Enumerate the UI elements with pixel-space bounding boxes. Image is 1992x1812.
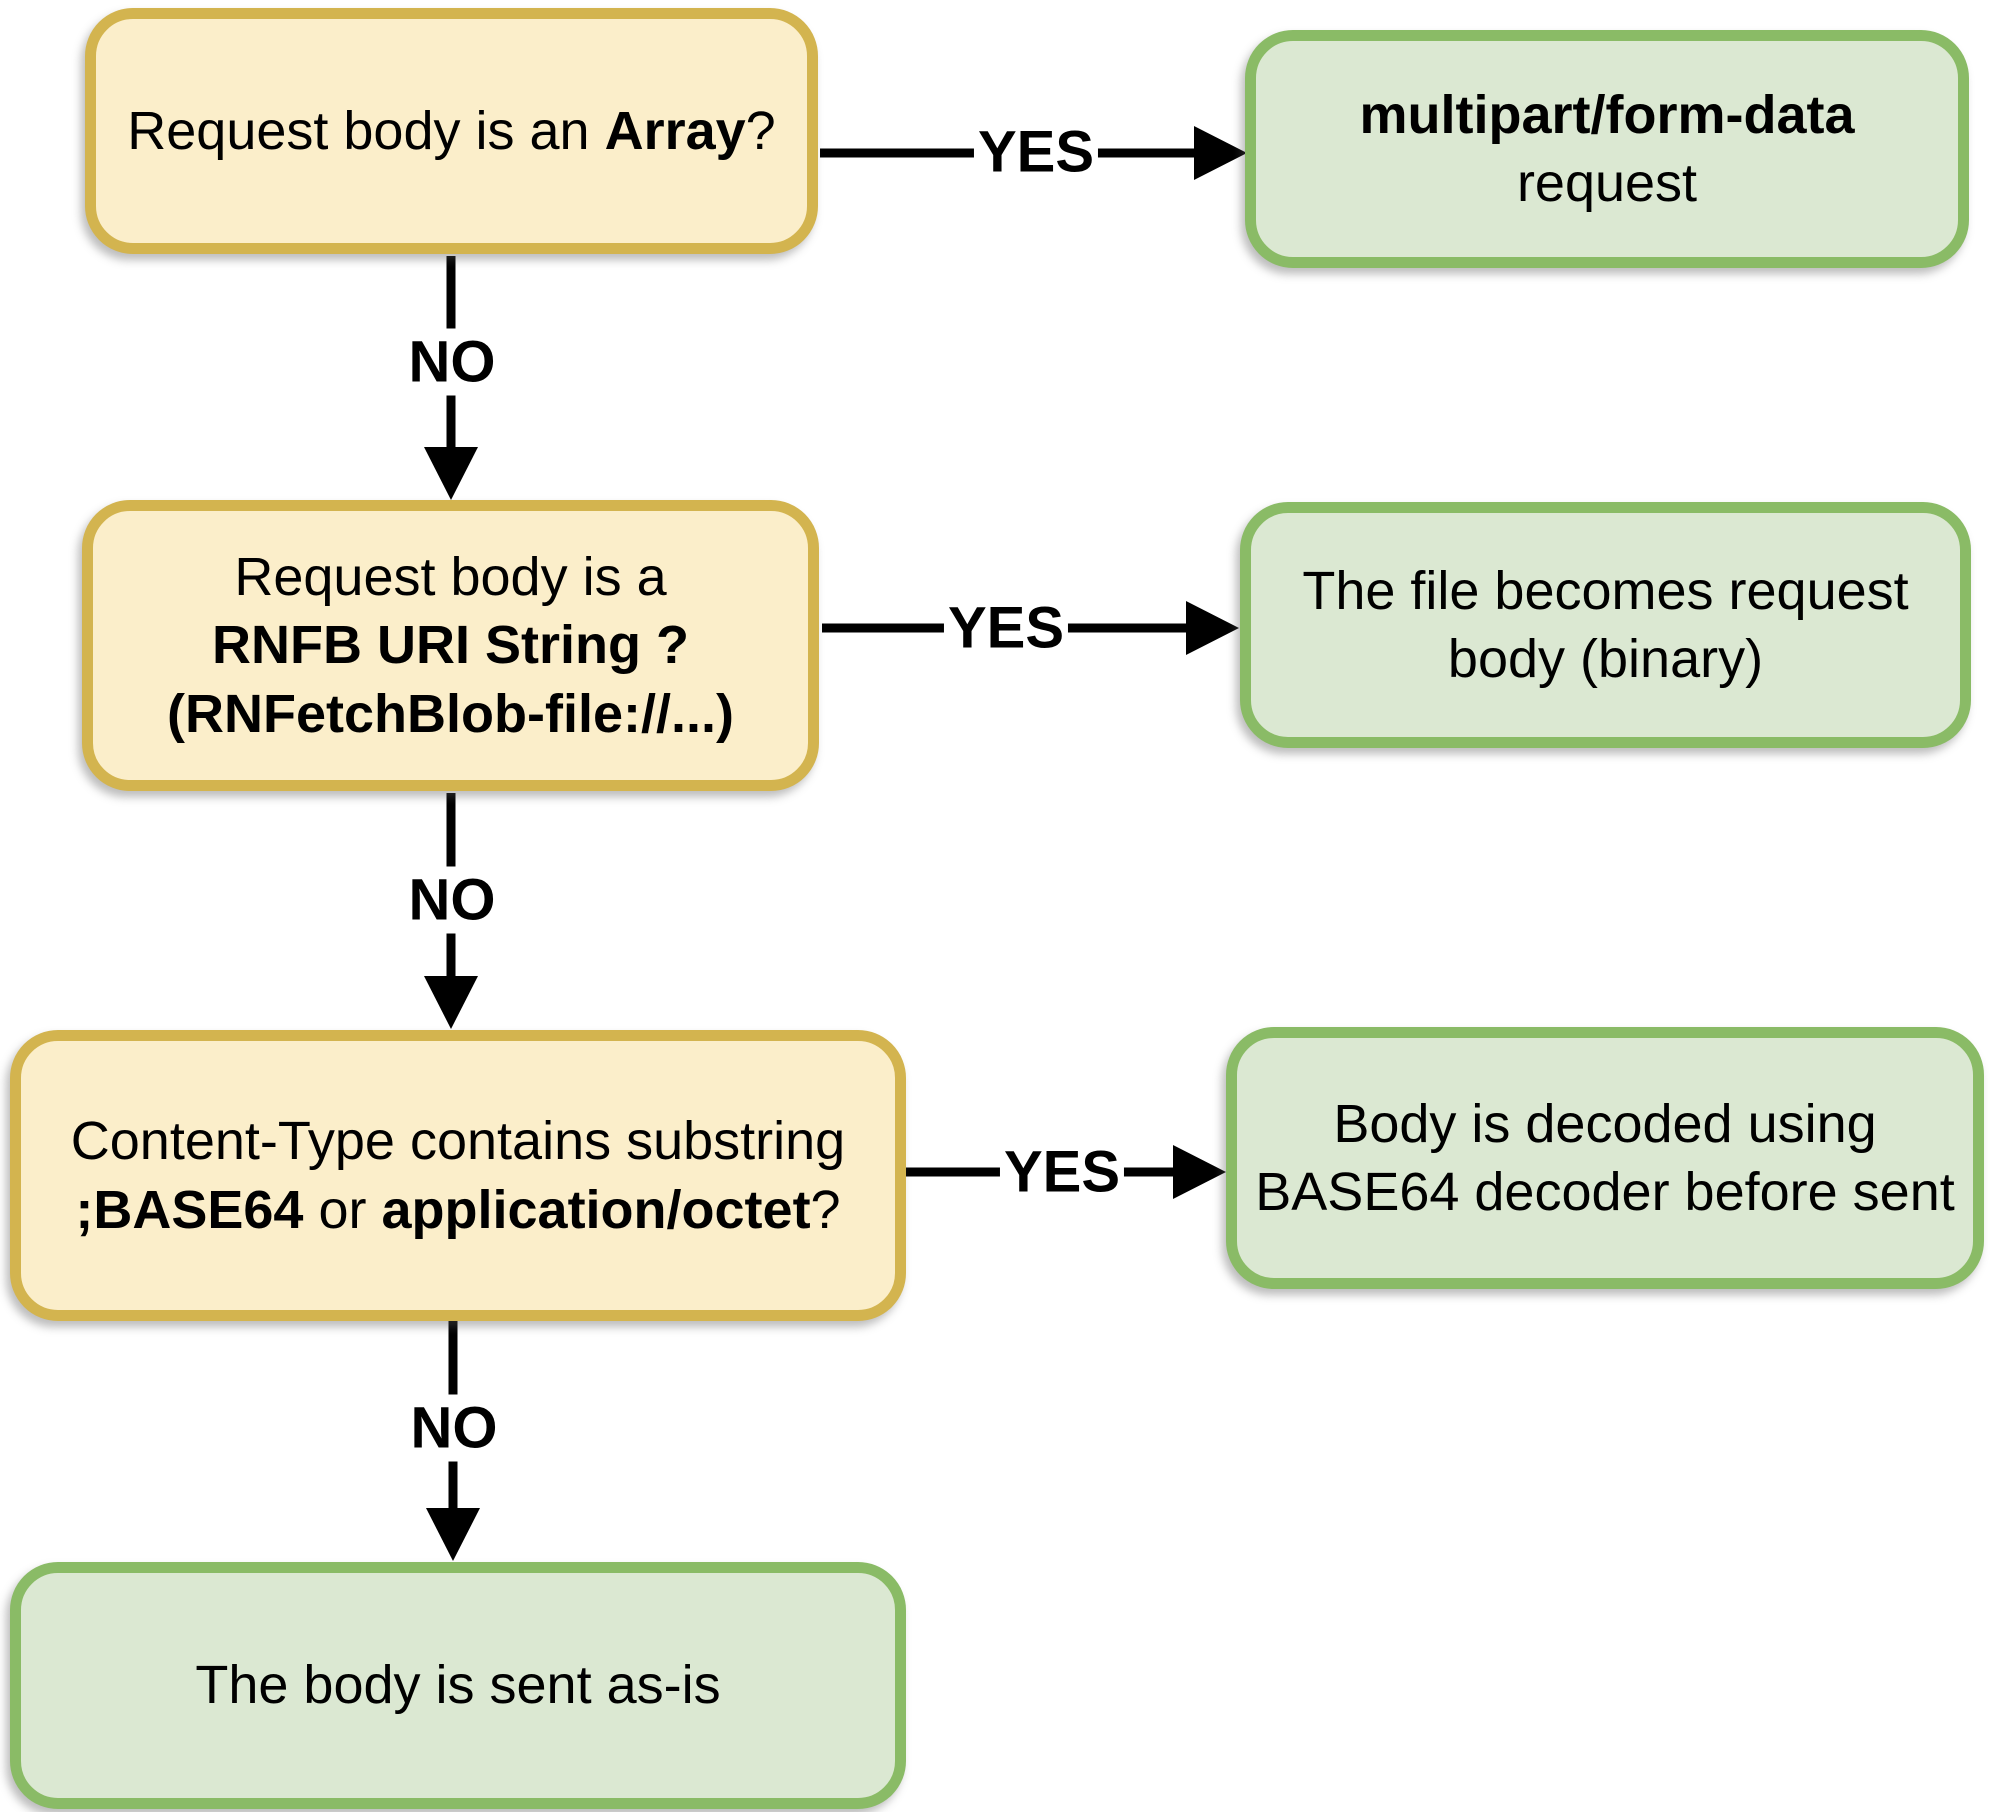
text-segment: Body is decoded using [1333, 1093, 1877, 1154]
node-text-line: The file becomes request [1302, 557, 1908, 625]
text-segment: application/octet [381, 1179, 811, 1240]
node-text-line: The body is sent as-is [195, 1651, 720, 1719]
node-text-line: request [1517, 149, 1697, 217]
decision-content-type-base64: Content-Type contains substring ;BASE64 … [10, 1030, 906, 1321]
text-segment: multipart/form-data [1359, 84, 1855, 145]
edge-label-no: NO [404, 328, 500, 396]
decision-rnfb-uri-string: Request body is a RNFB URI String ? (RNF… [82, 500, 819, 791]
node-text-line: Body is decoded using [1333, 1090, 1876, 1158]
edge-label-no: NO [404, 866, 500, 934]
text-segment: The body is sent as-is [195, 1655, 721, 1716]
node-text-line: Request body is an Array? [127, 97, 775, 165]
text-segment: RNFB URI String ? [212, 615, 689, 676]
node-text-line: body (binary) [1448, 625, 1763, 693]
text-segment: The file becomes request [1302, 560, 1909, 621]
text-segment: Request body is an [127, 100, 605, 161]
result-multipart-form-data: multipart/form-data request [1245, 30, 1969, 268]
edge-label-no: NO [406, 1394, 502, 1462]
text-segment: Request body is a [234, 547, 667, 608]
node-text-line: ;BASE64 or application/octet? [75, 1176, 840, 1244]
text-segment: Content-Type contains substring [70, 1111, 846, 1172]
edge-label-yes: YES [943, 594, 1069, 662]
node-text-line: multipart/form-data [1359, 81, 1854, 149]
edge-label-yes: YES [973, 118, 1099, 186]
result-file-becomes-body: The file becomes request body (binary) [1240, 502, 1971, 748]
decision-request-body-array: Request body is an Array? [85, 8, 818, 254]
text-segment: (RNFetchBlob-file://...) [167, 683, 734, 744]
node-text-line: Request body is a [234, 543, 666, 611]
node-text-line: Content-Type contains substring [71, 1107, 845, 1175]
text-segment: Array [604, 100, 746, 161]
text-segment: BASE64 decoder before sent [1255, 1162, 1955, 1222]
result-base64-decoded: Body is decoded using BASE64 decoder bef… [1226, 1027, 1984, 1289]
text-segment: ? [745, 100, 776, 161]
text-segment: ;BASE64 [75, 1179, 304, 1240]
text-segment: ? [810, 1179, 841, 1240]
node-text-line: BASE64 decoder before sent [1255, 1158, 1954, 1226]
text-segment: body (binary) [1447, 629, 1764, 689]
result-body-sent-as-is: The body is sent as-is [10, 1562, 906, 1809]
text-segment: or [303, 1179, 382, 1240]
node-text-line: (RNFetchBlob-file://...) [167, 680, 734, 748]
node-text-line: RNFB URI String ? [212, 611, 689, 679]
text-segment: request [1516, 153, 1698, 213]
edge-label-yes: YES [999, 1138, 1125, 1206]
